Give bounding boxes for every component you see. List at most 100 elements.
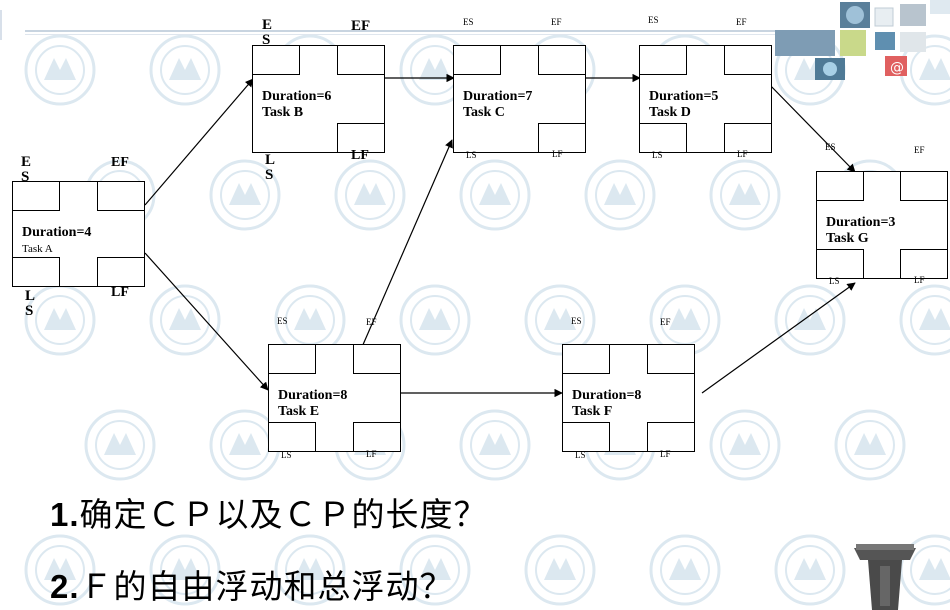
- task-e-ls-cell: [268, 422, 316, 452]
- task-a-es-label: E S: [21, 154, 32, 185]
- task-a-ef-cell: [97, 181, 145, 211]
- task-c-name: Task C: [463, 105, 505, 120]
- task-b-name: Task B: [262, 105, 304, 120]
- watermark-seal: [899, 534, 950, 606]
- task-b-es-label: E S: [262, 17, 273, 48]
- arrow-f-to-g: [701, 282, 856, 394]
- task-g-ls-cell: [816, 249, 864, 279]
- task-e-ef-cell: [353, 344, 401, 374]
- watermark-seal: [834, 409, 906, 481]
- task-c-es-label: ES: [463, 17, 474, 27]
- task-f-duration: Duration=8: [572, 388, 642, 403]
- task-b-node: Duration=6 Task B: [252, 45, 385, 153]
- task-b-ef-label: EF: [351, 18, 371, 34]
- task-f-lf-cell: [647, 422, 695, 452]
- watermark-seal: [274, 534, 346, 606]
- task-c-ls-label: LS: [466, 150, 477, 160]
- watermark-seal: [709, 159, 781, 231]
- task-a-lf-cell: [97, 257, 145, 287]
- task-d-es-cell: [639, 45, 687, 75]
- question-1-text: 确定ＣＰ以及ＣＰ的长度？: [79, 495, 488, 534]
- arrow-a-to-b: [144, 78, 254, 206]
- task-a-es-cell: [12, 181, 60, 211]
- decorative-thumbnails: @: [775, 0, 950, 80]
- task-g-node: Duration=3 Task G: [816, 171, 948, 279]
- task-g-ls-label: LS: [829, 276, 840, 286]
- task-f-ef-label: EF: [660, 317, 671, 327]
- task-c-ef-cell: [538, 45, 586, 75]
- question-2: 2.Ｆ的自由浮动和总浮动？: [50, 560, 454, 608]
- task-d-duration: Duration=5: [649, 89, 719, 104]
- task-c-lf-label: LF: [552, 149, 563, 159]
- task-e-duration: Duration=8: [278, 388, 348, 403]
- task-b-es-cell: [252, 45, 300, 75]
- task-g-es-label: ES: [825, 142, 836, 152]
- task-d-node: Duration=5 Task D: [639, 45, 772, 153]
- task-c-duration: Duration=7: [463, 89, 533, 104]
- watermark-seal: [399, 534, 471, 606]
- watermark-seal: [149, 534, 221, 606]
- task-f-es-label: ES: [571, 316, 582, 326]
- task-d-ls-label: LS: [652, 150, 663, 160]
- task-b-ls-label: L S: [265, 152, 275, 183]
- watermark-seal: [524, 284, 596, 356]
- task-b-duration: Duration=6: [262, 89, 332, 104]
- watermark-seal: [524, 534, 596, 606]
- watermark-seal: [774, 284, 846, 356]
- task-e-es-cell: [268, 344, 316, 374]
- task-e-lf-cell: [353, 422, 401, 452]
- top-decorative-band: [0, 10, 775, 40]
- watermark-seal: [709, 409, 781, 481]
- task-d-ef-cell: [724, 45, 772, 75]
- task-a-name: Task A: [22, 243, 53, 255]
- watermark-seal: [209, 159, 281, 231]
- task-c-node: Duration=7 Task C: [453, 45, 586, 153]
- task-c-ef-label: EF: [551, 17, 562, 27]
- task-d-lf-cell: [724, 123, 772, 153]
- task-d-lf-label: LF: [737, 149, 748, 159]
- task-g-lf-cell: [900, 249, 948, 279]
- task-g-name: Task G: [826, 231, 869, 246]
- task-a-ls-cell: [12, 257, 60, 287]
- task-e-lf-label: LF: [366, 449, 377, 459]
- task-d-name: Task D: [649, 105, 691, 120]
- question-2-number: 2.: [50, 568, 80, 605]
- task-a-duration: Duration=4: [22, 225, 92, 240]
- task-g-es-cell: [816, 171, 864, 201]
- task-e-name: Task E: [278, 404, 320, 419]
- watermark-seal: [459, 159, 531, 231]
- task-f-name: Task F: [572, 404, 613, 419]
- arrow-a-to-e: [144, 252, 269, 391]
- task-g-duration: Duration=3: [826, 215, 896, 230]
- watermark-seal: [899, 284, 950, 356]
- task-a-lf-label: LF: [111, 285, 129, 300]
- watermark-seal: [149, 34, 221, 106]
- arrow-d-to-g: [764, 79, 856, 173]
- watermark-seal: [84, 409, 156, 481]
- task-d-ls-cell: [639, 123, 687, 153]
- watermark-seal: [24, 34, 96, 106]
- watermark-seal: [459, 409, 531, 481]
- task-g-lf-label: LF: [914, 275, 925, 285]
- task-c-lf-cell: [538, 123, 586, 153]
- task-b-lf-label: LF: [351, 148, 369, 163]
- svg-text:@: @: [890, 60, 904, 76]
- task-f-ls-label: LS: [575, 450, 586, 460]
- task-b-lf-cell: [337, 123, 385, 153]
- task-a-ef-label: EF: [111, 155, 129, 170]
- watermark-seal: [774, 534, 846, 606]
- watermark-seal: [334, 159, 406, 231]
- question-1: 1.确定ＣＰ以及ＣＰ的长度？: [50, 488, 488, 536]
- task-f-lf-label: LF: [660, 449, 671, 459]
- task-a-ls-label: L S: [25, 288, 35, 319]
- arrow-e-to-c: [361, 139, 453, 348]
- task-f-es-cell: [562, 344, 610, 374]
- task-f-ef-cell: [647, 344, 695, 374]
- task-e-node: Duration=8 Task E: [268, 344, 401, 452]
- task-e-es-label: ES: [277, 316, 288, 326]
- task-f-node: Duration=8 Task F: [562, 344, 695, 452]
- task-d-ef-label: EF: [736, 17, 747, 27]
- task-a-node: Duration=4 Task A: [12, 181, 145, 287]
- watermark-seal: [149, 284, 221, 356]
